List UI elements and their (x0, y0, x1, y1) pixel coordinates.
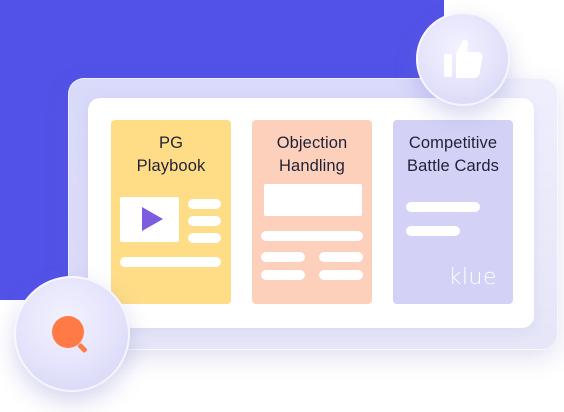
search-bubble (14, 276, 130, 392)
text-line (406, 226, 460, 236)
card-competitive-battle-cards: Competitive Battle Cards klue (393, 120, 513, 304)
text-line (319, 252, 363, 262)
klue-logo: klue (448, 265, 497, 290)
text-line (406, 202, 480, 212)
search-icon (52, 316, 87, 353)
text-line (188, 216, 221, 226)
text-line (188, 233, 221, 243)
thumbs-up-bubble (416, 12, 510, 106)
thumbs-up-icon (444, 40, 483, 78)
text-line (120, 257, 221, 267)
image-placeholder (264, 184, 362, 216)
play-icon (142, 207, 163, 231)
card-title: PG Playbook (136, 134, 206, 175)
text-line (261, 231, 363, 241)
video-thumbnail (120, 197, 179, 242)
card-title: Objection Handling (276, 134, 348, 175)
card-pg-playbook: PG Playbook (111, 120, 231, 304)
card-objection-handling: Objection Handling (252, 120, 372, 304)
text-line (319, 270, 363, 280)
card-title: Competitive Battle Cards (407, 134, 499, 175)
text-line (261, 252, 305, 262)
text-line (261, 270, 305, 280)
text-line (188, 199, 221, 209)
